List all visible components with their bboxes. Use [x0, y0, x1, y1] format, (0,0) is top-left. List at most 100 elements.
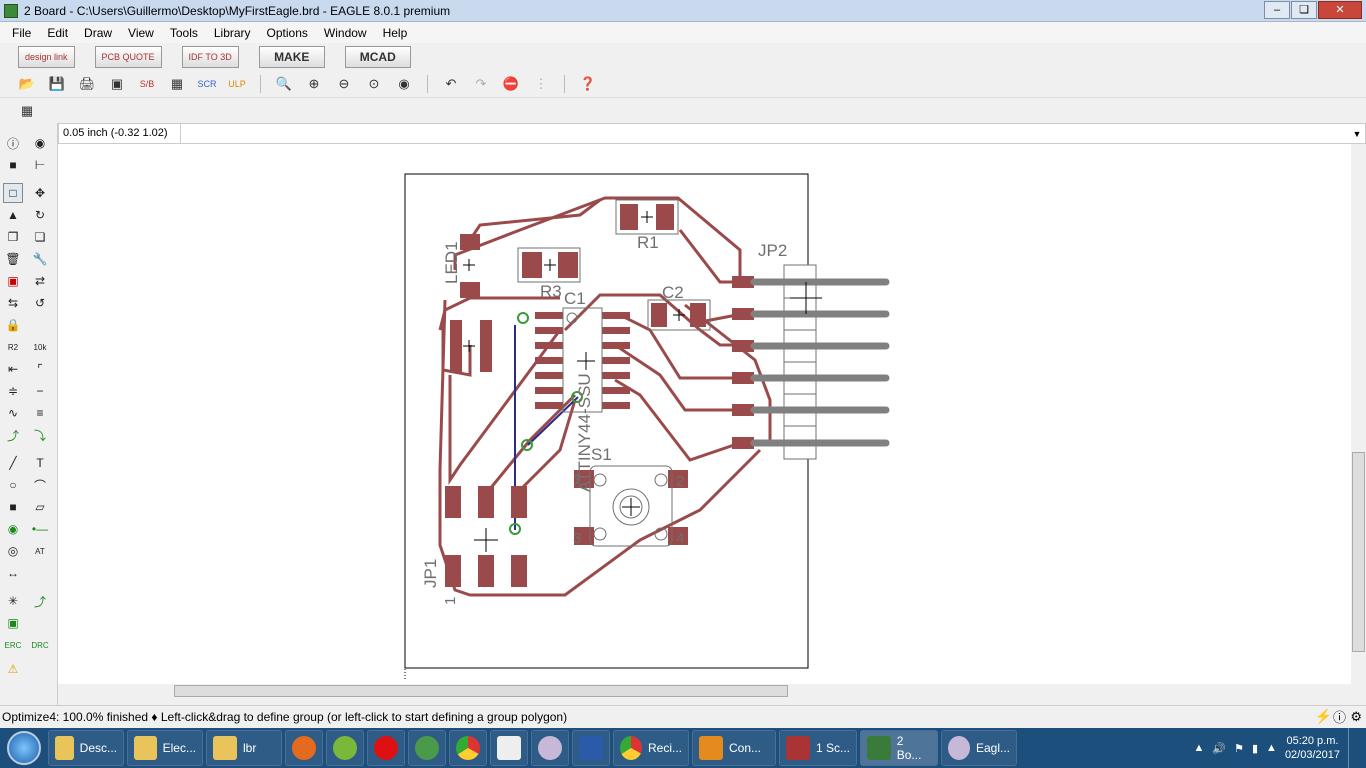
clock[interactable]: 05:20 p.m. 02/03/2017	[1285, 734, 1340, 762]
arc-icon[interactable]: ⌒	[33, 478, 46, 493]
taskbar-item-elec[interactable]: Elec...	[127, 730, 203, 766]
erc-icon[interactable]: ERC	[4, 640, 22, 650]
show-desktop-button[interactable]	[1348, 728, 1358, 768]
command-history-dropdown-icon[interactable]: ▼	[1352, 128, 1362, 139]
pad[interactable]	[445, 486, 461, 518]
menu-draw[interactable]: Draw	[84, 25, 113, 40]
taskbar-item-wb[interactable]	[572, 730, 610, 766]
hole-icon[interactable]: ◎	[7, 544, 19, 558]
vertical-scroll-thumb[interactable]	[1352, 452, 1365, 652]
pad[interactable]	[535, 372, 563, 379]
taskbar-item-opera[interactable]	[367, 730, 405, 766]
vertical-scrollbar[interactable]	[1351, 144, 1366, 684]
show-hidden-icons-icon[interactable]: ▲	[1193, 742, 1205, 754]
pad[interactable]	[602, 312, 630, 319]
trace[interactable]	[563, 293, 742, 347]
design-block-icon[interactable]: ▣	[7, 616, 19, 630]
optimize-icon[interactable]: −	[36, 384, 44, 398]
display-layers-icon[interactable]: ■	[9, 158, 17, 172]
open-icon[interactable]: 📂	[18, 76, 36, 91]
zoom-select-icon[interactable]: ◉	[398, 76, 410, 91]
pad[interactable]	[620, 204, 638, 230]
pad[interactable]	[602, 357, 630, 364]
pad[interactable]	[732, 404, 754, 416]
taskbar-item-paint[interactable]	[531, 730, 569, 766]
trace[interactable]	[468, 198, 601, 241]
save-icon[interactable]: 💾	[48, 76, 66, 91]
pad[interactable]	[668, 470, 688, 488]
add-icon[interactable]: ▣	[7, 274, 19, 288]
go-icon[interactable]: ⋮	[534, 76, 548, 91]
flag-icon[interactable]: ⚑	[1234, 742, 1244, 755]
pad[interactable]	[460, 234, 480, 250]
via[interactable]	[571, 391, 583, 403]
rotate-icon[interactable]: ↻	[34, 208, 46, 222]
menu-tools[interactable]: Tools	[169, 25, 198, 40]
circle-icon[interactable]: ○	[9, 478, 17, 492]
ripup-icon[interactable]: ⤵	[33, 428, 46, 443]
minimize-button[interactable]: –	[1264, 1, 1290, 19]
taskbar-item-globe[interactable]	[408, 730, 446, 766]
pad[interactable]	[602, 387, 630, 394]
via[interactable]	[517, 312, 529, 324]
pcb-quote-button[interactable]: PCB QUOTE	[94, 46, 162, 68]
pad[interactable]	[450, 320, 462, 372]
help-icon[interactable]: ❓	[579, 76, 597, 91]
zoom-redraw-icon[interactable]: ⊙	[368, 76, 380, 91]
lock-toggle-icon[interactable]: ↺	[34, 296, 46, 310]
pads[interactable]	[445, 204, 754, 587]
print-icon[interactable]: 🖨	[78, 76, 96, 91]
errors-warning-icon[interactable]: ⚠	[7, 662, 19, 676]
redo-icon[interactable]: ↷	[475, 76, 487, 91]
ulp-icon[interactable]: ULP	[228, 79, 246, 89]
move-icon[interactable]: ✥	[34, 186, 46, 200]
pad[interactable]	[535, 357, 563, 364]
info-icon[interactable]: ⓘ	[6, 136, 19, 151]
menu-file[interactable]: File	[12, 25, 32, 40]
vias[interactable]	[509, 312, 583, 535]
meander-icon[interactable]: ∿	[7, 406, 19, 420]
menu-window[interactable]: Window	[323, 25, 367, 40]
undo-icon[interactable]: ↶	[445, 76, 457, 91]
taskbar-item-desc[interactable]: Desc...	[48, 730, 124, 766]
close-button[interactable]: ✕	[1318, 1, 1362, 19]
board-canvas[interactable]: LED1 R1 R3 C1 C2 JP2 S1 JP1 1 ATTINY44-S…	[58, 144, 1351, 684]
stop-icon[interactable]: ⛔	[502, 76, 520, 91]
smash-icon[interactable]: ⇤	[7, 362, 19, 376]
polygon-icon[interactable]: ▱	[35, 500, 45, 514]
jp2-header[interactable]	[750, 264, 890, 460]
pad[interactable]	[480, 320, 492, 372]
taskbar-item-eagl[interactable]: Eagl...	[941, 730, 1017, 766]
pad[interactable]	[602, 327, 630, 334]
trace[interactable]	[438, 299, 762, 597]
text-icon[interactable]: T	[36, 456, 44, 470]
pad[interactable]	[732, 340, 754, 352]
taskbar-item-app[interactable]	[490, 730, 528, 766]
grid-icon[interactable]: ▦	[20, 102, 34, 118]
trace[interactable]	[518, 399, 577, 492]
command-input[interactable]	[181, 124, 1349, 143]
rectangle-icon[interactable]: ■	[9, 500, 17, 514]
pad[interactable]	[478, 555, 494, 587]
mirror-icon[interactable]: ▲	[7, 208, 19, 222]
pad[interactable]	[522, 252, 542, 278]
pad[interactable]	[574, 470, 594, 488]
airwire[interactable]	[527, 396, 579, 446]
pad[interactable]	[535, 327, 563, 334]
menu-view[interactable]: View	[128, 25, 154, 40]
pad[interactable]	[690, 303, 706, 327]
trace[interactable]	[453, 196, 742, 282]
copy-icon[interactable]: ❐	[7, 230, 19, 244]
menu-help[interactable]: Help	[382, 25, 408, 40]
attribute-icon[interactable]: AT	[35, 546, 45, 556]
via[interactable]	[509, 523, 521, 535]
dimension-icon[interactable]: ↔	[7, 566, 19, 580]
replace-icon[interactable]: ⇄	[34, 274, 46, 288]
taskbar-item-brd[interactable]: 2 Bo...	[860, 730, 938, 766]
pad[interactable]	[511, 486, 527, 518]
pad[interactable]	[656, 204, 674, 230]
pad[interactable]	[668, 527, 688, 545]
name-icon[interactable]: R2	[7, 342, 19, 352]
maximize-button[interactable]: ❏	[1291, 1, 1317, 19]
taskbar-item-reci[interactable]: Reci...	[613, 730, 689, 766]
